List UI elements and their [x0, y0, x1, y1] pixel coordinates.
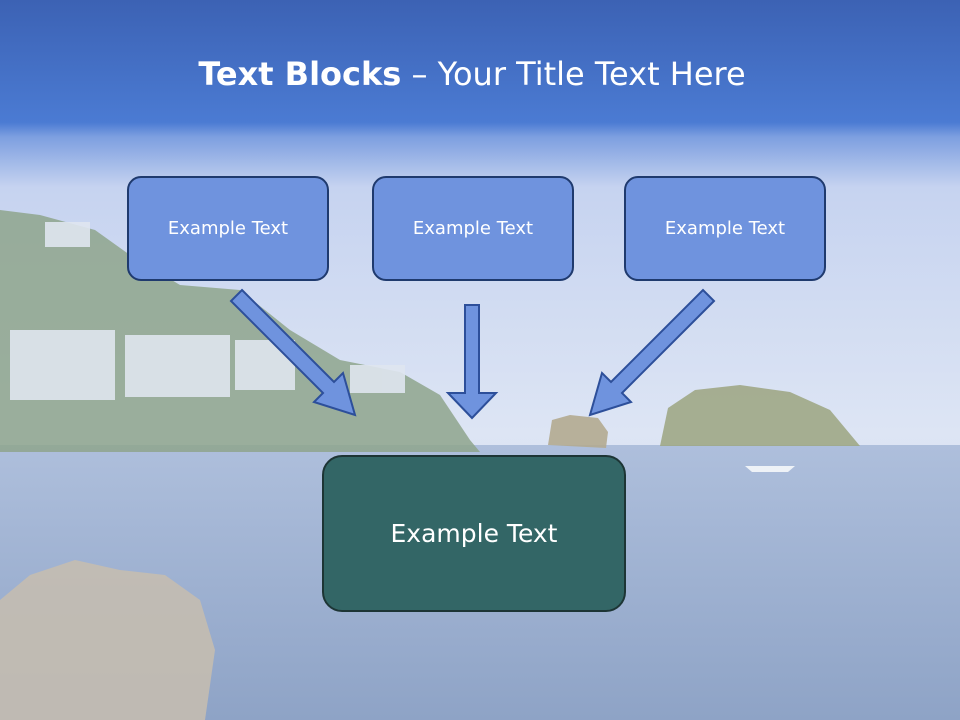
title-rest: Your Title Text Here: [437, 55, 746, 93]
result-text-block-label: Example Text: [390, 519, 558, 548]
title-bold-part: Text Blocks: [198, 55, 402, 93]
title-dash: –: [401, 55, 438, 93]
arrow-right-down-left: [588, 288, 716, 417]
text-block-2[interactable]: Example Text: [372, 176, 574, 281]
text-block-2-label: Example Text: [412, 218, 534, 239]
small-rock: [548, 415, 608, 448]
text-block-3[interactable]: Example Text: [624, 176, 826, 281]
island: [660, 385, 860, 446]
slide-title: Text Blocks – Your Title Text Here: [0, 52, 944, 96]
arrow-center-down: [445, 304, 499, 420]
text-block-1-label: Example Text: [167, 218, 289, 239]
text-block-3-label: Example Text: [664, 218, 786, 239]
arrow-left-down-right: [229, 288, 357, 417]
text-block-1[interactable]: Example Text: [127, 176, 329, 281]
boat: [745, 466, 795, 472]
result-text-block[interactable]: Example Text: [322, 455, 626, 612]
hotel-buildings: [10, 222, 405, 400]
foreground-rocks: [0, 560, 215, 720]
